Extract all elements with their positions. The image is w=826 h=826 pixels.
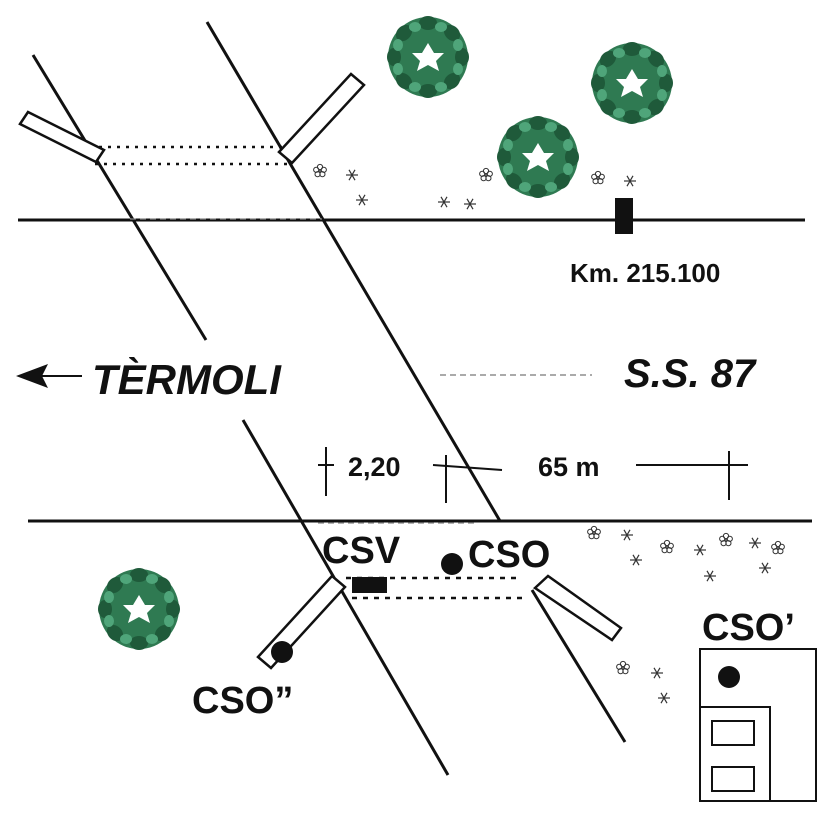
cso-station-dot-icon — [441, 553, 463, 575]
flower-icon — [623, 175, 637, 187]
flower-icon — [355, 194, 369, 206]
flower-icon — [437, 196, 451, 208]
dashed-lines — [90, 145, 592, 600]
flower-icon — [748, 537, 762, 549]
dimension-length-label: 65 m — [538, 452, 600, 482]
flower-icon — [313, 163, 327, 178]
cso-double-prime-label: CSO” — [192, 680, 293, 722]
dimension-markers — [318, 447, 748, 503]
km-marker-post — [615, 198, 633, 234]
flower-icon — [660, 539, 674, 554]
dimension-width-label: 2,20 — [348, 452, 401, 482]
cso-label: CSO — [468, 534, 550, 576]
arrow-left-icon — [16, 364, 82, 388]
flower-icon — [345, 169, 359, 181]
road-lines — [18, 21, 812, 776]
tree-icon — [387, 16, 469, 98]
cso-prime-station-dot-icon — [718, 666, 740, 688]
building — [699, 648, 817, 802]
flower-icon — [591, 170, 605, 185]
flower-icon — [657, 692, 671, 704]
flower-icon — [650, 667, 664, 679]
direction-label: TÈRMOLI — [92, 356, 282, 403]
csv-marker — [352, 577, 387, 593]
flower-icon — [629, 554, 643, 566]
csv-label: CSV — [322, 530, 401, 572]
flower-icon — [620, 529, 634, 541]
flower-icon — [703, 570, 717, 582]
flower-icon — [771, 540, 785, 555]
flower-icon — [463, 198, 477, 210]
flower-icon — [616, 660, 630, 675]
flower-icon — [719, 532, 733, 547]
road-name-label: S.S. 87 — [624, 352, 757, 396]
flower-icon — [758, 562, 772, 574]
ramps — [18, 72, 623, 670]
flower-icon — [693, 544, 707, 556]
flower-icon — [587, 525, 601, 540]
flower-icon — [479, 167, 493, 182]
tree-icon — [497, 116, 579, 198]
cso-prime-label: CSO’ — [702, 607, 795, 649]
tree-icon — [591, 42, 673, 124]
flower-patch-upper — [313, 163, 637, 210]
km-marker-label: Km. 215.100 — [570, 258, 720, 288]
cso-double-prime-station-dot-icon — [271, 641, 293, 663]
tree-icon — [98, 568, 180, 650]
